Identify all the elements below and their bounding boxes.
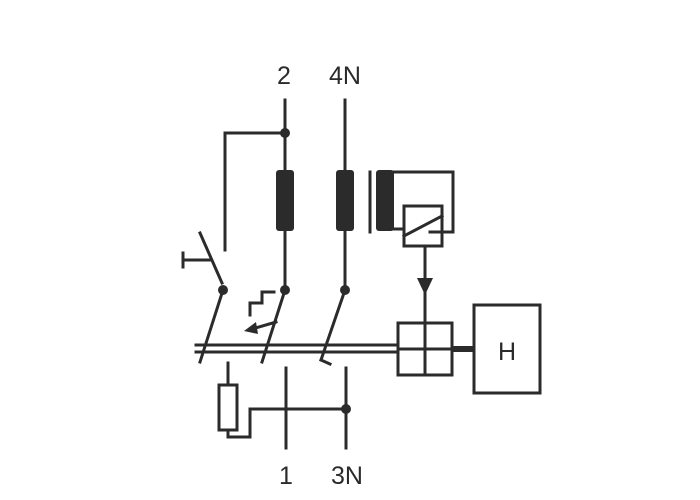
latch-arrow-head (244, 322, 258, 334)
latch-symbol (248, 290, 276, 317)
test-circuit-top-wire (223, 131, 287, 252)
test-button-contact (198, 231, 224, 285)
relay-arrow-head (417, 278, 433, 295)
terminal-label-2: 2 (277, 62, 291, 90)
detector-winding (376, 170, 394, 231)
junction-dot (341, 404, 351, 414)
neutral-switch-tip (319, 358, 332, 366)
neutral-switch-blade (319, 288, 347, 362)
h-box-label: H (498, 338, 516, 366)
relay-coil (402, 204, 444, 248)
phase-coil (276, 170, 294, 231)
neutral-coil (336, 170, 354, 231)
h-box (472, 303, 542, 395)
terminal-label-3n: 3N (331, 462, 363, 490)
terminal-label-1: 1 (279, 462, 293, 490)
junction-dot (280, 128, 290, 138)
test-resistor (217, 383, 239, 432)
phase-switch-blade (260, 288, 287, 364)
test-resistor-wire (226, 407, 348, 439)
terminal-label-4n: 4N (329, 62, 361, 90)
test-switch-blade (198, 288, 225, 364)
relay-coil-slash (401, 213, 445, 239)
